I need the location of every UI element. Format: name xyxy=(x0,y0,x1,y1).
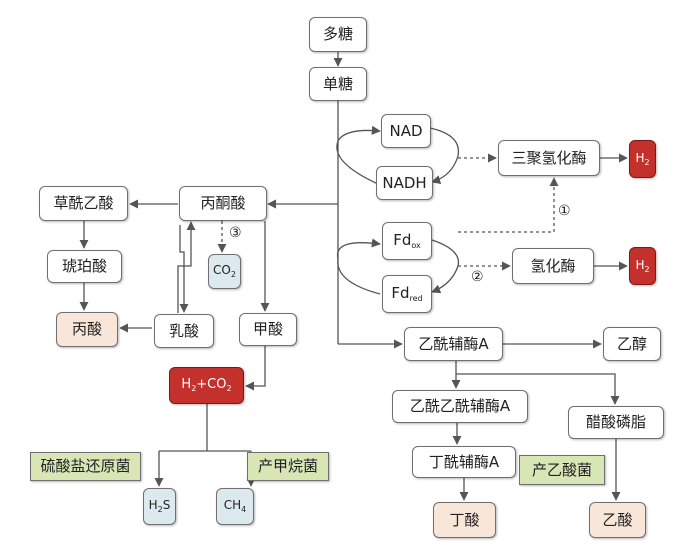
pyruvate-label: 丙酮酸 xyxy=(200,194,246,212)
node-pyruvate: 丙酮酸 xyxy=(179,186,267,221)
co2-sub: 2 xyxy=(230,270,236,279)
h2-top-sub: 2 xyxy=(644,157,650,167)
node-oxaloacetate: 草酰乙酸 xyxy=(39,186,128,221)
ch4-sub: 4 xyxy=(241,505,247,514)
monosaccharide-label: 单糖 xyxy=(322,74,353,93)
node-butyrate: 丁酸 xyxy=(433,502,496,538)
h2-mid-main: H xyxy=(635,257,645,272)
fd-red-sub: red xyxy=(409,293,423,303)
hydrogenase-label: 氢化酶 xyxy=(530,256,576,275)
node-formate: 甲酸 xyxy=(239,313,297,346)
node-monosaccharide: 单糖 xyxy=(309,67,367,101)
fd-cycle-left xyxy=(336,238,381,260)
node-h2-co2: H2+CO2 xyxy=(169,367,244,404)
h2-co2-s1: 2 xyxy=(191,384,197,393)
nadh-label: NADH xyxy=(382,173,427,192)
h2-top-label: H2 xyxy=(635,152,649,167)
fd-red-label: Fdred xyxy=(391,283,423,303)
nad-cycle-left xyxy=(336,140,379,185)
h2co2-branch-line xyxy=(159,404,251,452)
ch4-main: CH xyxy=(223,498,242,512)
h2s-main: H xyxy=(148,498,158,512)
node-hydrogenase: 氢化酶 xyxy=(512,248,594,284)
co2-label: CO2 xyxy=(213,264,236,279)
fd-ox-label: Fdox xyxy=(393,230,421,250)
h2-top-main: H xyxy=(635,150,645,165)
h2-co2-label: H2+CO2 xyxy=(181,378,231,393)
label-acetogens: 产乙酸菌 xyxy=(519,455,605,485)
node-lactate: 乳酸 xyxy=(154,314,214,348)
node-h2-top: H2 xyxy=(629,140,656,178)
butyryl-coa-label: 丁酰辅酶A xyxy=(428,452,500,471)
methanogens-label: 产甲烷菌 xyxy=(257,457,318,475)
h2-co2-p1: H xyxy=(181,377,192,392)
node-acetoacetyl-coa: 乙酰乙酰辅酶A xyxy=(392,390,528,423)
h2s-sub: 2 xyxy=(157,505,163,514)
label-methanogens: 产甲烷菌 xyxy=(247,452,329,481)
nad-label: NAD xyxy=(389,121,423,140)
formate-label: 甲酸 xyxy=(252,320,283,338)
trimeric-hydrogenase-label: 三聚氢化酶 xyxy=(511,148,587,167)
node-propionate: 丙酸 xyxy=(56,312,118,347)
acetyl-phosphate-label: 醋酸磷脂 xyxy=(585,413,646,431)
node-fd-red: Fdred xyxy=(382,275,432,313)
node-acetate: 乙酸 xyxy=(589,502,646,538)
h2-mid-sub: 2 xyxy=(644,264,650,274)
node-butyryl-coa: 丁酰辅酶A xyxy=(412,446,516,478)
marker-two: ② xyxy=(471,269,484,285)
marker-three: ③ xyxy=(229,225,242,241)
h2s-label: H2S xyxy=(149,499,171,514)
h2s-tail: S xyxy=(162,498,171,512)
acetyl-coa-label: 乙酰辅酶A xyxy=(418,334,489,353)
fd-cycle-left-bottom xyxy=(337,258,381,295)
nad-cycle-left-top xyxy=(337,125,381,142)
acetate-label: 乙酸 xyxy=(602,510,633,529)
arrow-pyruvate-to-lactate xyxy=(179,225,189,313)
label-sulfate-reducers: 硫酸盐还原菌 xyxy=(30,452,141,481)
node-co2: CO2 xyxy=(208,254,241,289)
node-h2-mid: H2 xyxy=(629,247,656,285)
node-fd-ox: Fdox xyxy=(382,222,432,260)
h2-co2-s2: 2 xyxy=(226,384,232,393)
node-acetyl-phosphate: 醋酸磷脂 xyxy=(568,406,664,439)
co2-main: CO xyxy=(213,263,231,277)
acetogens-label: 产乙酸菌 xyxy=(531,460,592,479)
fd-cycle-right xyxy=(431,239,460,294)
node-ch4: CH4 xyxy=(216,488,254,525)
polysaccharide-label: 多糖 xyxy=(322,25,353,43)
marker-one: ① xyxy=(558,203,571,219)
arrow-to-acetyl-phosphate xyxy=(456,373,620,405)
h2-mid-label: H2 xyxy=(635,259,649,274)
h2-co2-p2: +CO xyxy=(196,377,227,392)
acetoacetyl-coa-label: 乙酰乙酰辅酶A xyxy=(409,397,511,415)
node-h2s: H2S xyxy=(143,488,176,525)
node-ethanol: 乙醇 xyxy=(603,327,661,361)
butyrate-label: 丁酸 xyxy=(449,510,480,529)
propionate-label: 丙酸 xyxy=(71,320,102,338)
sulfate-reducers-label: 硫酸盐还原菌 xyxy=(40,457,131,475)
dashed-fd-to-trimeric xyxy=(458,177,559,233)
ch4-label: CH4 xyxy=(224,499,247,514)
fd-red-main: Fd xyxy=(391,283,410,302)
oxaloacetate-label: 草酰乙酸 xyxy=(53,194,114,212)
ethanol-label: 乙醇 xyxy=(616,334,647,353)
node-acetyl-coa: 乙酰辅酶A xyxy=(404,327,503,361)
fd-ox-sub: ox xyxy=(411,240,421,250)
node-nadh: NADH xyxy=(376,166,433,200)
arrow-formate-to-h2co2 xyxy=(245,346,266,391)
succinate-label: 琥珀酸 xyxy=(61,257,107,275)
lactate-label: 乳酸 xyxy=(168,321,199,340)
node-succinate: 琥珀酸 xyxy=(47,250,122,283)
nad-cycle-right xyxy=(429,127,460,185)
fd-ox-main: Fd xyxy=(393,230,412,249)
node-polysaccharide: 多糖 xyxy=(309,17,367,52)
node-trimeric-hydrogenase: 三聚氢化酶 xyxy=(498,140,600,176)
node-nad: NAD xyxy=(381,114,431,148)
